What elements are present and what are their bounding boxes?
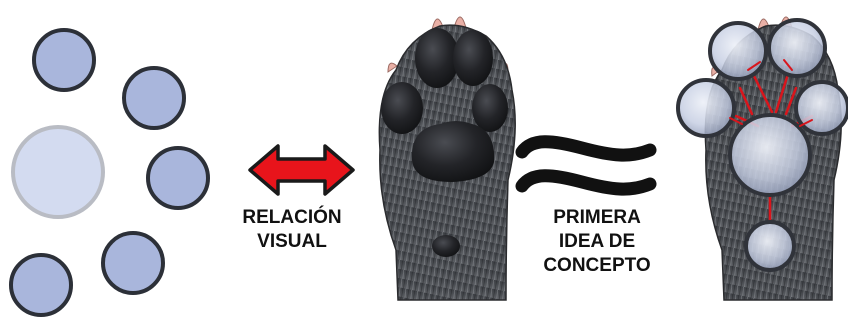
relation-label-line-2: VISUAL	[232, 230, 352, 254]
overlay-circle-toe-3	[678, 80, 734, 136]
relation-label: RELACIÓN VISUAL	[232, 206, 352, 254]
toe-pad-3	[381, 82, 423, 134]
paw-concept-illustration	[678, 17, 848, 300]
concept-label-line-1: PRIMERA	[522, 206, 672, 230]
concept-label-line-2: IDEA DE	[522, 230, 672, 254]
abstract-circles-group	[11, 30, 208, 315]
toe-pad-4	[472, 84, 508, 132]
concept-label-line-3: CONCEPTO	[522, 254, 672, 278]
circle-top-left	[34, 30, 94, 90]
double-arrow-icon	[250, 146, 353, 194]
circle-top-right	[124, 68, 184, 128]
circle-right-middle	[148, 148, 208, 208]
circle-bottom-right	[103, 233, 163, 293]
carpal-pad	[432, 235, 460, 257]
overlay-circle-toe-2	[769, 20, 825, 76]
overlay-circle-carpal	[746, 222, 794, 270]
overlay-circle-toe-1	[710, 23, 766, 79]
paw-illustration	[379, 17, 515, 300]
circle-bottom-left	[11, 255, 71, 315]
toe-pad-1	[415, 28, 459, 88]
approximately-equal-icon	[522, 142, 650, 189]
concept-label: PRIMERA IDEA DE CONCEPTO	[522, 206, 672, 278]
circle-large-center	[13, 127, 103, 217]
main-pad	[412, 121, 494, 182]
relation-label-line-1: RELACIÓN	[232, 206, 352, 230]
toe-pad-2	[453, 30, 493, 86]
overlay-circle-toe-4	[796, 82, 848, 134]
overlay-circle-main-pad	[730, 115, 810, 195]
